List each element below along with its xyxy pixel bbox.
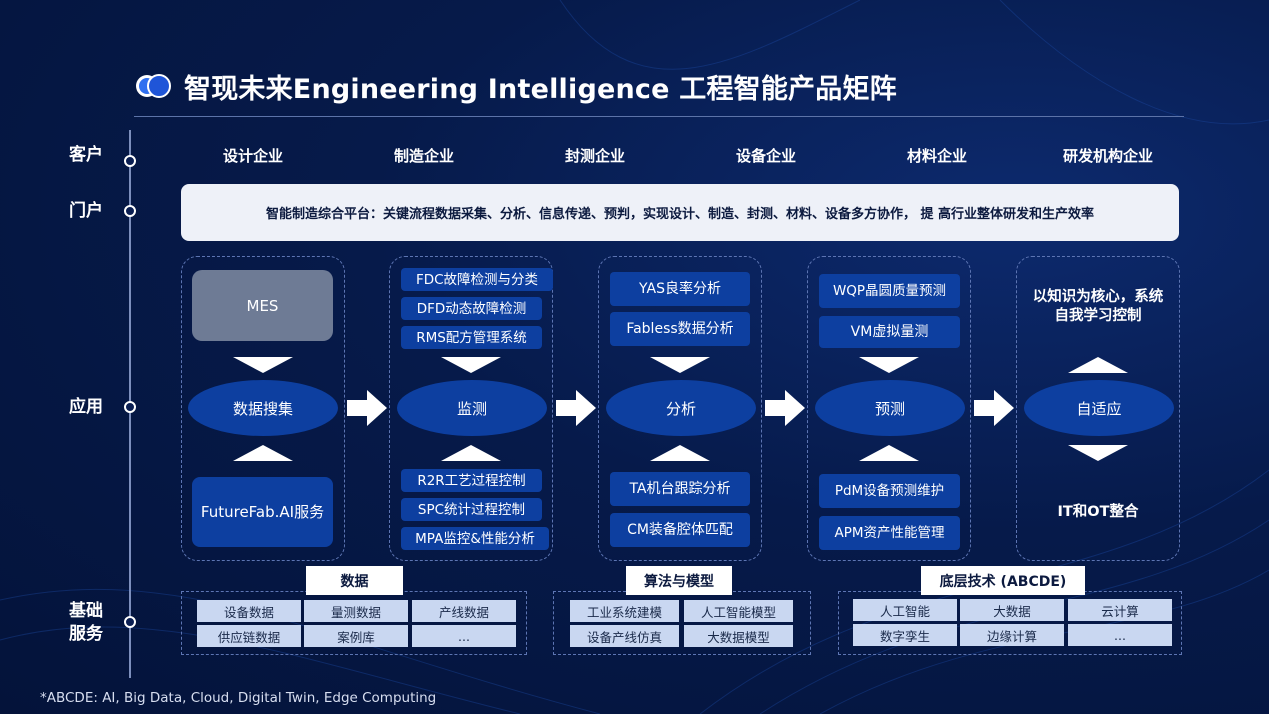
chip-wqp: WQP晶圆质量预测 <box>819 274 960 308</box>
customer-materials: 材料企业 <box>906 147 967 165</box>
customer-equipment: 设备企业 <box>735 147 796 165</box>
foundation-cell: 边缘计算 <box>960 624 1064 646</box>
ellipse-adaptive: 自适应 <box>1024 380 1174 436</box>
foundation-cell: 设备产线仿真 <box>570 625 679 647</box>
customer-packaging-test: 封测企业 <box>564 147 625 165</box>
ellipse-label: 预测 <box>874 399 905 418</box>
page-title: 智现未来Engineering Intelligence 工程智能产品矩阵 <box>184 73 897 105</box>
foundation-cell: 大数据 <box>960 599 1064 621</box>
flow-arrow-icon <box>556 390 596 426</box>
ellipse-analysis: 分析 <box>606 380 756 436</box>
adaptive-top-text: 以知识为核心，系统自我学习控制 <box>1032 289 1164 324</box>
row-label-foundation-line1: 基础 <box>69 601 103 621</box>
ellipse-label: 数据搜集 <box>232 399 293 418</box>
foundation-cell: 设备数据 <box>197 600 301 622</box>
arrow-up-icon <box>441 445 501 461</box>
chip-rms: RMS配方管理系统 <box>401 326 542 349</box>
foundation-cell: 量测数据 <box>304 600 408 622</box>
flow-arrow-icon <box>974 390 1014 426</box>
flow-arrow-icon <box>347 390 387 426</box>
futurefab-label: FutureFab.AI服务 <box>200 502 325 521</box>
app-column-data-collection <box>181 256 345 561</box>
footnote: *ABCDE: AI, Big Data, Cloud, Digital Twi… <box>40 690 437 706</box>
foundation-cell: ... <box>412 625 516 647</box>
arrow-down-icon <box>233 357 293 373</box>
ellipse-label: 分析 <box>665 399 696 418</box>
arrow-down-icon <box>441 357 501 373</box>
arrow-down-icon <box>1068 445 1128 461</box>
logo-circles-icon <box>136 74 171 98</box>
chip-fabless: Fabless数据分析 <box>610 312 750 346</box>
chip-apm: APM资产性能管理 <box>819 516 960 550</box>
row-label-foundation-line2: 服务 <box>69 624 103 644</box>
foundation-cell: 产线数据 <box>412 600 516 622</box>
chip-fdc: FDC故障检测与分类 <box>401 268 553 291</box>
foundation-cell: 供应链数据 <box>197 625 301 647</box>
row-label-foundation: 基础 服务 <box>66 600 106 646</box>
mes-label: MES <box>246 296 279 315</box>
foundation-data-title: 数据 <box>306 566 403 595</box>
chip-yas: YAS良率分析 <box>610 272 750 306</box>
foundation-cell: 人工智能 <box>853 599 957 621</box>
foundation-cell: 大数据模型 <box>684 625 793 647</box>
chip-ta: TA机台跟踪分析 <box>610 472 750 506</box>
chip-cm: CM装备腔体匹配 <box>610 513 750 547</box>
foundation-cell: ... <box>1068 624 1172 646</box>
chip-pdm: PdM设备预测维护 <box>819 474 960 508</box>
portal-platform-box: 智能制造综合平台：关键流程数据采集、分析、信息传递、预判，实现设计、制造、封测、… <box>181 184 1179 241</box>
foundation-algorithms-title: 算法与模型 <box>626 566 732 595</box>
chip-dfd: DFD动态故障检测 <box>401 297 542 320</box>
ellipse-monitoring: 监测 <box>397 380 547 436</box>
chip-r2r: R2R工艺过程控制 <box>401 469 542 492</box>
flow-arrow-icon <box>765 390 805 426</box>
title-divider <box>134 116 1184 117</box>
customer-research: 研发机构企业 <box>1062 147 1153 165</box>
title-row: 智现未来Engineering Intelligence 工程智能产品矩阵 <box>134 66 897 106</box>
arrow-up-icon <box>650 445 710 461</box>
chip-vm: VM虚拟量测 <box>819 316 960 348</box>
timeline-dot-portal <box>124 205 136 217</box>
portal-text: 智能制造综合平台：关键流程数据采集、分析、信息传递、预判，实现设计、制造、封测、… <box>265 207 1095 222</box>
arrow-up-icon <box>1068 357 1128 373</box>
foundation-cell: 工业系统建模 <box>570 600 679 622</box>
chip-spc: SPC统计过程控制 <box>401 498 542 521</box>
foundation-cell: 人工智能模型 <box>684 600 793 622</box>
ellipse-prediction: 预测 <box>815 380 965 436</box>
ellipse-label: 自适应 <box>1076 399 1122 418</box>
arrow-up-icon <box>859 445 919 461</box>
arrow-down-icon <box>859 357 919 373</box>
arrow-up-icon <box>233 445 293 461</box>
row-label-applications: 应用 <box>69 397 103 417</box>
app-column-adaptive <box>1016 256 1180 561</box>
row-label-portal: 门户 <box>69 201 103 221</box>
futurefab-service-box: FutureFab.AI服务 <box>192 477 333 547</box>
chip-mpa: MPA监控&性能分析 <box>401 527 549 550</box>
timeline-dot-applications <box>124 401 136 413</box>
app-column-analysis <box>598 256 762 561</box>
timeline-dot-foundation <box>124 616 136 628</box>
app-column-prediction <box>807 256 971 561</box>
arrow-down-icon <box>650 357 710 373</box>
ellipse-data-collection: 数据搜集 <box>188 380 338 436</box>
row-label-customers: 客户 <box>69 145 103 165</box>
foundation-tech-title: 底层技术 (ABCDE) <box>921 566 1085 595</box>
timeline-dot-customers <box>124 155 136 167</box>
foundation-cell: 案例库 <box>304 625 408 647</box>
foundation-cell: 云计算 <box>1068 599 1172 621</box>
ellipse-label: 监测 <box>456 399 487 418</box>
customer-manufacturing: 制造企业 <box>393 147 454 165</box>
adaptive-bottom-text: IT和OT整合 <box>1057 504 1139 520</box>
foundation-cell: 数字孪生 <box>853 624 957 646</box>
customer-design: 设计企业 <box>222 147 283 165</box>
mes-box: MES <box>192 270 333 341</box>
app-column-monitoring <box>389 256 553 561</box>
